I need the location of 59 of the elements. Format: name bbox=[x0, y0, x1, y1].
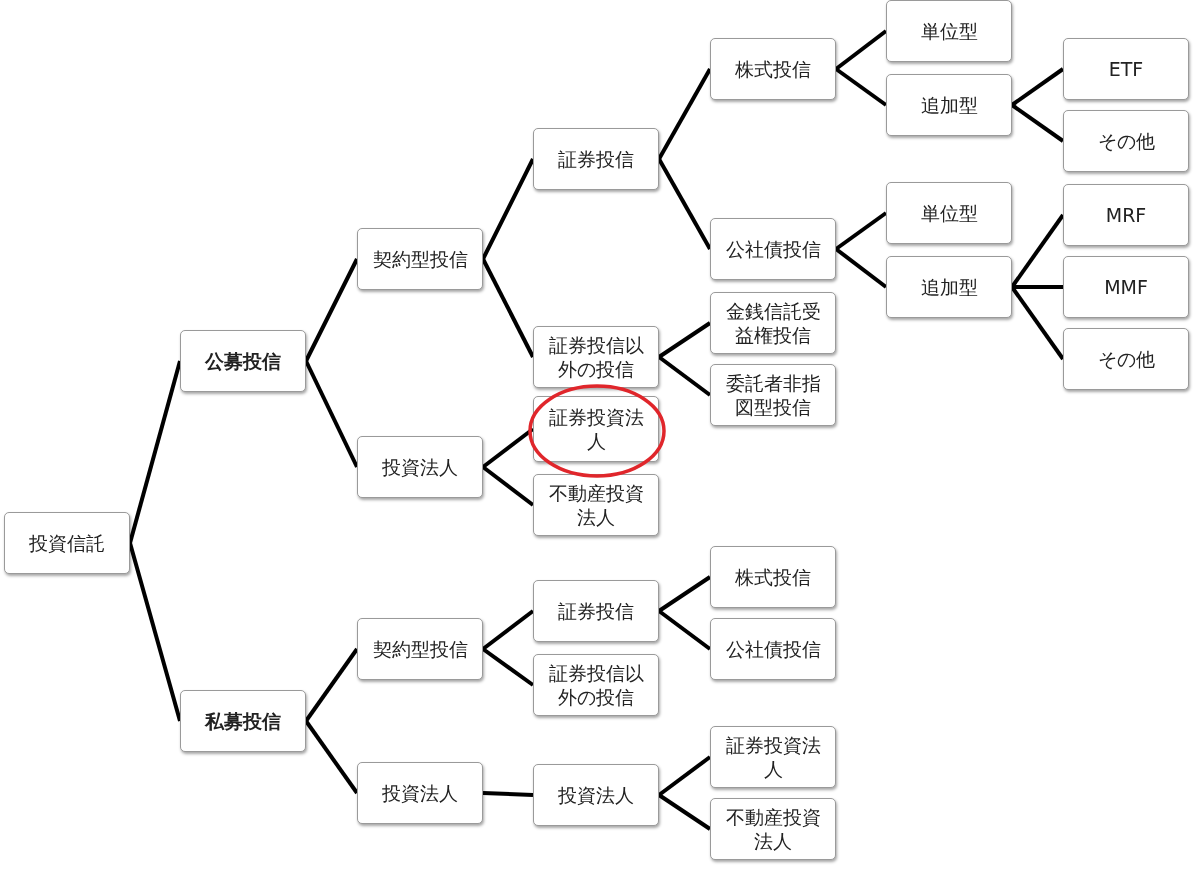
connector-line bbox=[657, 158, 712, 250]
connector-line bbox=[304, 719, 359, 795]
connector-line bbox=[657, 321, 712, 359]
connector-line bbox=[481, 158, 535, 260]
connector-line bbox=[834, 211, 888, 251]
category-box: その他 bbox=[1063, 328, 1189, 390]
connector-line bbox=[481, 465, 535, 507]
connector-line bbox=[482, 791, 534, 797]
category-box: 証券投資法人 bbox=[710, 726, 836, 788]
category-box: 公社債投信 bbox=[710, 218, 836, 280]
category-box: 単位型 bbox=[886, 182, 1012, 244]
connector-line bbox=[481, 258, 535, 358]
connector-line bbox=[1010, 67, 1065, 107]
category-box: 契約型投信 bbox=[357, 618, 483, 680]
category-box: 株式投信 bbox=[710, 38, 836, 100]
category-box: 金銭信託受益権投信 bbox=[710, 292, 836, 354]
category-box: 公募投信 bbox=[180, 330, 306, 392]
category-box: 不動産投資法人 bbox=[533, 474, 659, 536]
category-box: 公社債投信 bbox=[710, 618, 836, 680]
connector-line bbox=[834, 247, 888, 289]
category-box: 追加型 bbox=[886, 74, 1012, 136]
connector-line bbox=[481, 427, 535, 469]
category-box: 証券投信 bbox=[533, 580, 659, 642]
category-box: 不動産投資法人 bbox=[710, 798, 836, 860]
category-box: 証券投信 bbox=[533, 128, 659, 190]
category-box: MMF bbox=[1063, 256, 1189, 318]
connector-line bbox=[657, 609, 712, 651]
connector-line bbox=[1010, 103, 1065, 143]
connector-line bbox=[481, 609, 535, 651]
category-box: 委託者非指図型投信 bbox=[710, 364, 836, 426]
connector-line bbox=[657, 68, 712, 160]
category-box: 追加型 bbox=[886, 256, 1012, 318]
connector-line bbox=[834, 29, 888, 71]
category-box: ETF bbox=[1063, 38, 1189, 100]
category-box: 契約型投信 bbox=[357, 228, 483, 290]
category-box: MRF bbox=[1063, 184, 1189, 246]
category-box: 証券投資法人 bbox=[533, 396, 659, 462]
connector-line bbox=[834, 67, 888, 107]
connector-line bbox=[657, 575, 712, 613]
connector-line bbox=[128, 542, 182, 722]
connector-line bbox=[657, 355, 712, 397]
connector-line bbox=[481, 647, 535, 687]
connector-line bbox=[128, 360, 182, 544]
category-box: 投資法人 bbox=[357, 762, 483, 824]
category-box: 株式投信 bbox=[710, 546, 836, 608]
category-box: 単位型 bbox=[886, 0, 1012, 62]
category-box: 証券投信以外の投信 bbox=[533, 326, 659, 388]
category-box: 証券投信以外の投信 bbox=[533, 654, 659, 716]
connector-line bbox=[657, 755, 712, 797]
connector-line bbox=[304, 647, 359, 723]
connector-line bbox=[304, 360, 359, 468]
connector-line bbox=[657, 793, 712, 831]
connector-line bbox=[1012, 285, 1063, 289]
category-box: 投資法人 bbox=[357, 436, 483, 498]
category-box: 投資法人 bbox=[533, 764, 659, 826]
category-box: 私募投信 bbox=[180, 690, 306, 752]
category-box: 投資信託 bbox=[4, 512, 130, 574]
category-box: その他 bbox=[1063, 110, 1189, 172]
connector-line bbox=[304, 258, 359, 362]
